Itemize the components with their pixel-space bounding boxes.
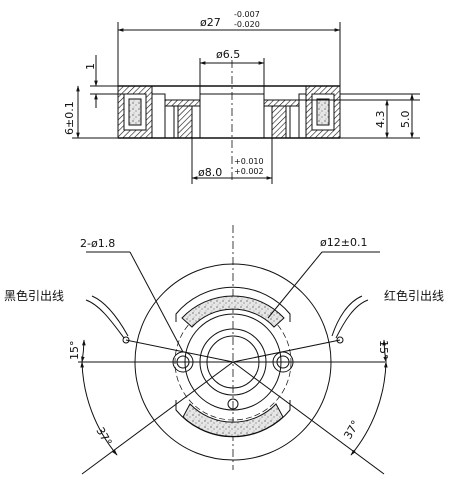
top-coil-arc [181,295,285,328]
flange-thickness-label: 1 [84,63,97,70]
bore-diameter-label: ø8.0 [198,166,222,179]
hub-flange-left [164,99,201,107]
left-coil-core [128,98,142,126]
red-lead-end [336,336,344,344]
outer-diameter-lower-tol: -0.020 [234,20,260,29]
black-lead-wire [85,299,125,339]
angle-right-37-label: 37° [341,418,362,441]
top-coil-frame [175,286,291,322]
hole-diameter-label: ø6.5 [216,48,240,61]
section-view [72,22,420,184]
bore-diameter-lower-tol: +0.002 [234,167,264,176]
circle-leader-2 [267,251,323,319]
hub-flange-right [263,99,300,107]
plan-view [78,225,388,475]
angle-arc-left-37 [80,361,118,456]
outer-diameter-label: ø27 [200,16,221,29]
hub-wall-right [271,105,287,139]
bore-diameter-upper-tol: +0.010 [234,157,264,166]
red-lead-wire [335,299,369,339]
outer-height-label: 5.0 [399,111,412,129]
inner-height-label: 4.3 [374,111,387,129]
bottom-marker [227,398,239,410]
holes-leader-2 [129,251,184,353]
radial-left-15 [125,339,234,363]
black-lead-wire-2 [91,295,129,337]
angle-left-37-label: 37° [93,425,114,448]
total-height-label: 6±0.1 [63,101,76,135]
black-lead-end [122,336,130,344]
holes-label: 2-ø1.8 [80,237,115,250]
red-lead-label: 红色引出线 [384,288,444,303]
bottom-coil-frame [175,400,291,438]
right-coil-core [316,98,330,126]
pitch-circle-label: ø12±0.1 [320,236,367,249]
angle-arc-left-15 [81,339,86,363]
black-lead-label: 黑色引出线 [4,289,64,303]
angle-right-15-label: 15° [377,340,390,360]
radial-right-15 [232,339,341,363]
angle-left-15-label: 15° [68,341,81,361]
hub-wall-left [177,105,193,139]
red-lead-wire-2 [331,295,363,337]
outer-diameter-upper-tol: -0.007 [234,10,260,19]
angle-arc-right-37 [350,361,388,456]
